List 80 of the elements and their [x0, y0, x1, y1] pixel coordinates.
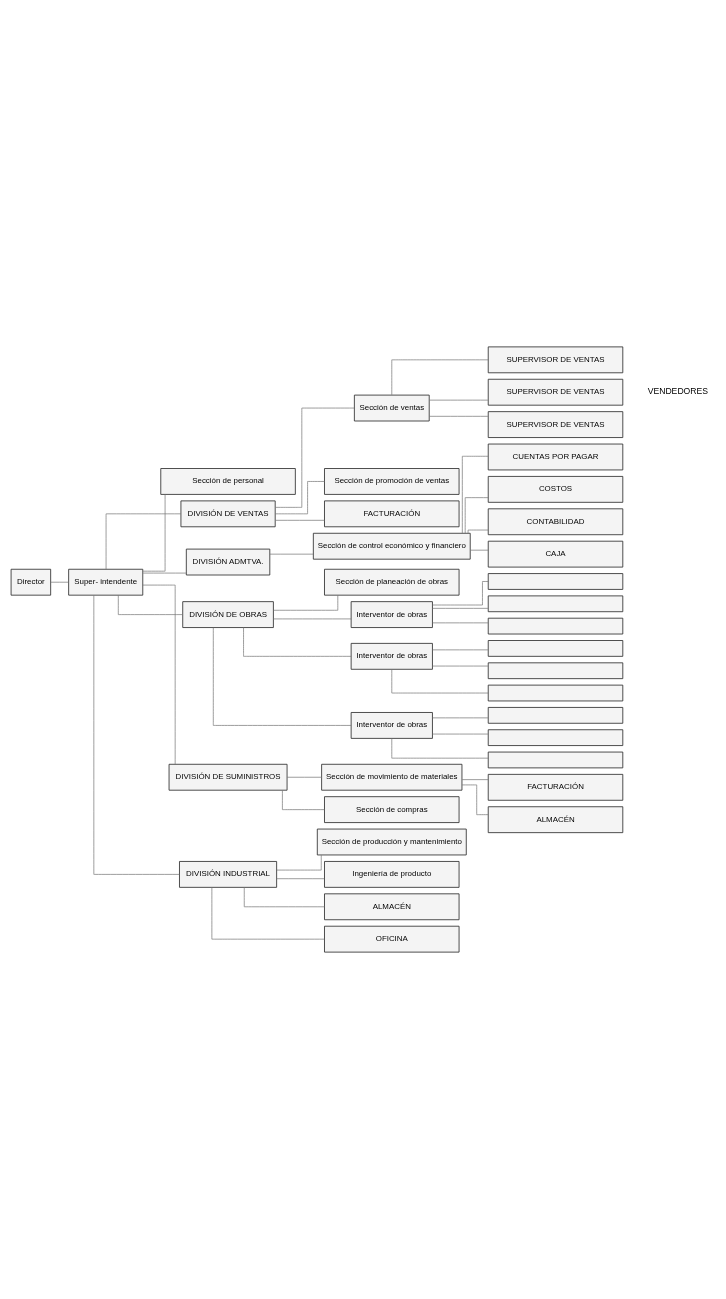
node-box: Interventor de obras	[350, 712, 433, 739]
connector	[243, 627, 352, 657]
connector	[211, 887, 325, 940]
node-box: CONTABILIDAD	[487, 508, 624, 536]
node-box: DIVISIÓN ADMTVA.	[185, 548, 271, 576]
connector	[469, 549, 489, 551]
connector	[243, 887, 325, 908]
connector	[212, 627, 352, 726]
node-box: Ingeniería de producto	[324, 861, 460, 888]
node-box	[487, 595, 624, 613]
node-box: Sección de producción y mantenimiento	[316, 828, 467, 856]
connector	[464, 497, 489, 534]
connector	[432, 649, 489, 651]
connector	[429, 415, 489, 417]
connector	[432, 622, 489, 624]
connector	[461, 784, 489, 815]
connector	[391, 738, 489, 759]
node-box: SUPERVISOR DE VENTAS	[487, 346, 624, 374]
connector	[391, 669, 489, 694]
connector	[273, 594, 339, 611]
node-box	[487, 640, 624, 657]
node-box: DIVISIÓN DE OBRAS	[182, 601, 274, 628]
label: VENDEDORES	[647, 386, 709, 397]
connector	[275, 407, 355, 508]
connector	[50, 581, 69, 583]
node-box: Sección de personal	[160, 468, 296, 495]
node-box: FACTURACIÓN	[324, 500, 460, 528]
node-box	[487, 684, 624, 702]
node-box: Sección de promoción de ventas	[324, 468, 460, 495]
node-box	[487, 662, 624, 680]
connector	[269, 553, 314, 555]
connector	[142, 494, 166, 572]
node-box: Super- intendente	[68, 568, 144, 596]
node-box: CAJA	[487, 540, 624, 568]
connector	[273, 618, 352, 620]
node-box: Sección de planeación de obras	[324, 568, 460, 596]
connector	[432, 608, 489, 609]
connector	[275, 519, 325, 521]
node-box: FACTURACIÓN	[487, 773, 624, 801]
node-box	[487, 617, 624, 635]
node-box: Interventor de obras	[350, 642, 433, 670]
node-box: CUENTAS POR PAGAR	[487, 443, 624, 471]
connector	[391, 359, 489, 396]
connector	[142, 584, 176, 765]
connector	[432, 733, 489, 735]
node-box: COSTOS	[487, 476, 624, 503]
node-box: ALMACÉN	[324, 893, 460, 921]
node-box: DIVISIÓN DE SUMINISTROS	[168, 763, 288, 791]
node-box	[487, 707, 624, 724]
connector	[105, 513, 182, 570]
connector	[432, 665, 489, 667]
node-box	[487, 751, 624, 769]
connector	[142, 572, 187, 574]
node-box	[487, 729, 624, 746]
connector	[117, 594, 183, 615]
node-box: Director	[10, 568, 52, 596]
connector	[432, 717, 489, 719]
connector	[461, 779, 489, 780]
connector	[467, 529, 489, 534]
node-box: SUPERVISOR DE VENTAS	[487, 378, 624, 406]
connector	[282, 789, 325, 810]
node-box: OFICINA	[324, 925, 460, 953]
connector	[286, 776, 322, 778]
node-box	[487, 573, 624, 590]
node-box: DIVISIÓN INDUSTRIAL	[179, 861, 278, 888]
connector	[274, 481, 325, 515]
connector	[432, 581, 489, 606]
connector	[93, 594, 180, 875]
node-box: Sección de control económico y financiero	[312, 532, 471, 560]
node-box: Sección de ventas	[353, 394, 430, 422]
node-box: Sección de compras	[324, 796, 460, 823]
node-box: Interventor de obras	[350, 601, 433, 628]
connector	[276, 854, 322, 871]
node-box: ALMACÉN	[487, 806, 624, 834]
node-box: DIVISIÓN DE VENTAS	[180, 500, 276, 528]
node-box: Sección de movimiento de materiales	[321, 763, 463, 791]
node-box: SUPERVISOR DE VENTAS	[487, 411, 624, 438]
connector	[461, 455, 489, 534]
connector	[429, 399, 489, 401]
connector	[276, 878, 325, 880]
